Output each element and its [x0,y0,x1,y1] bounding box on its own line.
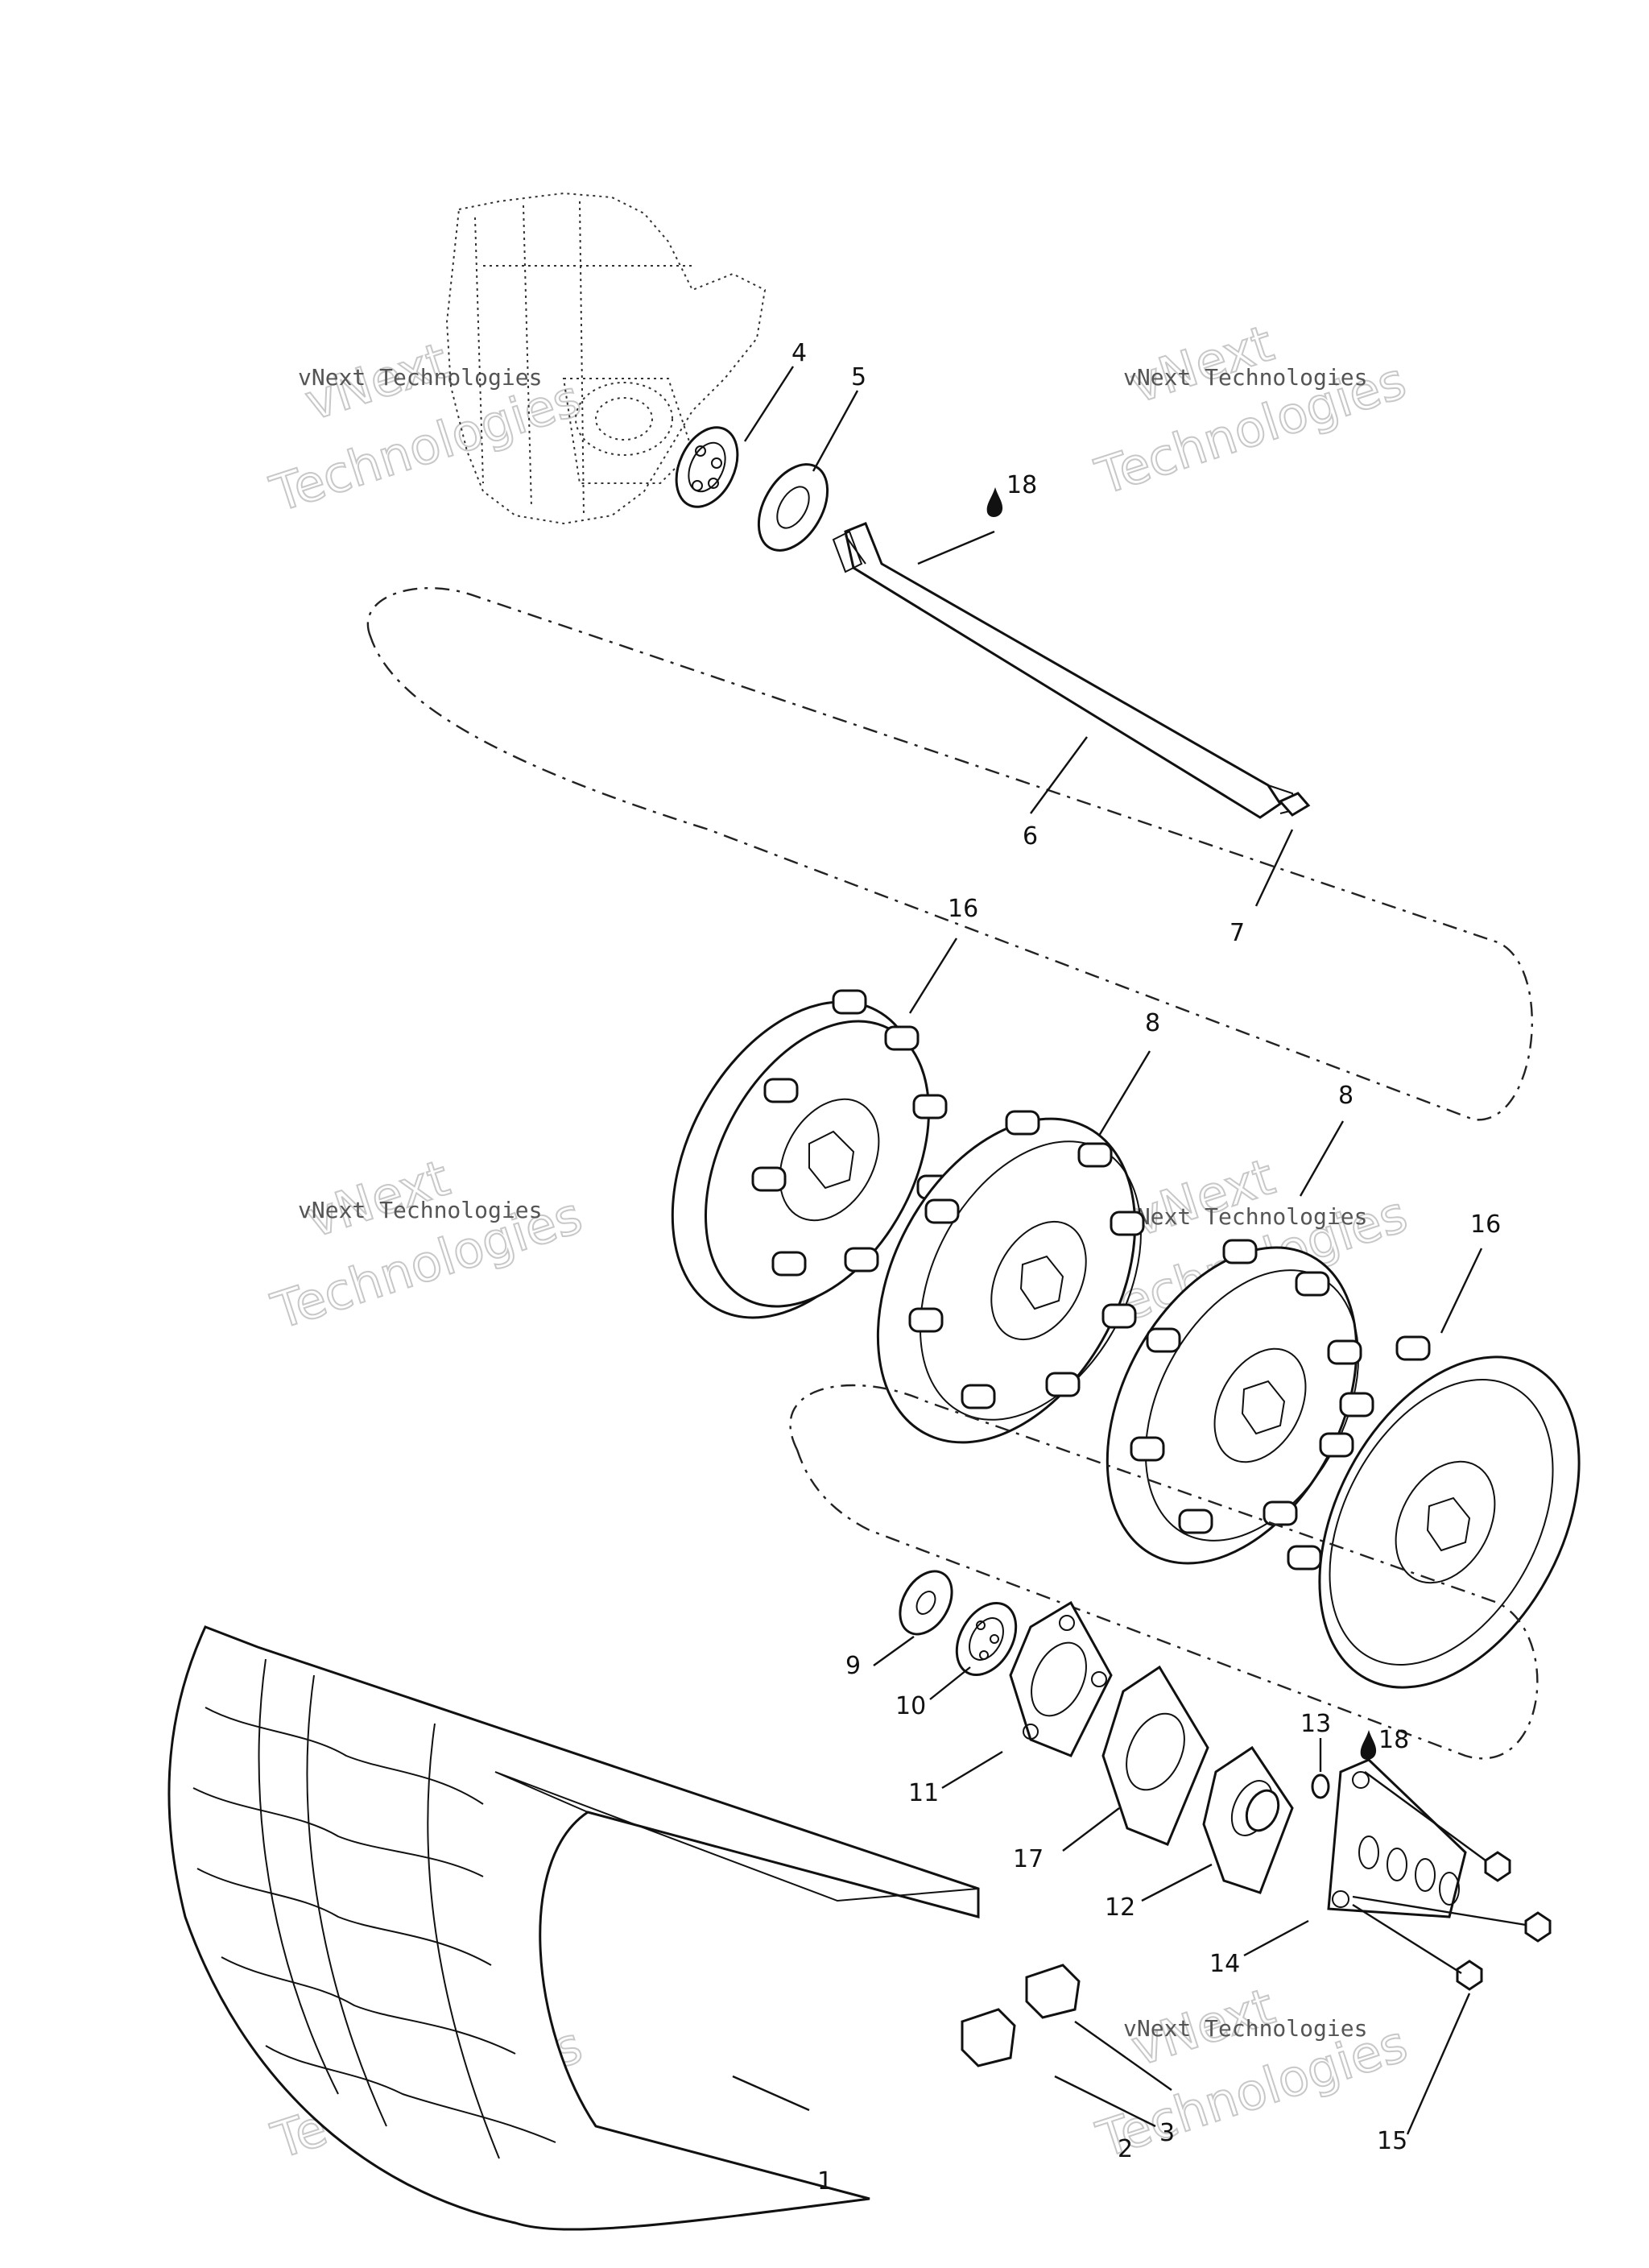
watermark-6: vNext Technologies vNext Technologies [1089,1976,1415,2170]
callout-5: 5 [851,363,866,391]
callout-11: 11 [908,1779,939,1807]
watermark-3: vNext Technologies vNext Technologies [264,1148,589,1342]
callout-9: 9 [845,1652,861,1680]
svg-text:vNext Technologies: vNext Technologies [298,364,542,391]
svg-text:vNext Technologies: vNext Technologies [298,1197,542,1223]
part-16-sprocket-left [671,989,952,1319]
assembly-path-upper [366,586,1533,1121]
callout-16-right: 16 [1470,1211,1501,1239]
callout-6: 6 [1023,822,1038,850]
watermark-2: vNext Technologies vNext Technologies [1088,312,1413,507]
svg-text:vNext Technologies: vNext Technologies [1123,1203,1367,1230]
callout-12: 12 [1105,1893,1135,1922]
part-2-clip [961,2008,1016,2067]
part-6-drive-axle [832,522,1298,819]
callouts: 4 5 18 6 7 16 8 8 16 9 10 11 17 12 13 18… [791,339,1501,2196]
callout-2: 2 [1118,2135,1133,2163]
callout-3: 3 [1159,2119,1175,2147]
callout-4: 4 [791,339,807,367]
part-16-sprocket-right [1287,1335,1581,1689]
part-5-seal [757,463,829,552]
callout-1: 1 [817,2167,833,2196]
callout-17: 17 [1013,1845,1044,1873]
part-13-fitting [1311,1773,1330,1799]
part-3-clip [1025,1964,1081,2019]
leader-lines [732,366,1527,2135]
part-15-nuts [1456,1851,1552,1991]
callout-18-upper: 18 [1006,471,1037,499]
svg-text:vNext Technologies: vNext Technologies [1123,2015,1367,2042]
part-14-support-plate [1327,1758,1467,1918]
assembly-path-lower [789,1384,1539,1760]
part-8-sprocket-a [876,1110,1145,1444]
part-17-gasket [1101,1665,1209,1846]
svg-text:vNext Technologies: vNext Technologies [1123,364,1367,391]
part-8-sprocket-b [1106,1239,1362,1565]
oil-drop-icon [1360,1730,1377,1760]
part-9-lock-washer [899,1570,953,1636]
part-4-bearing [675,426,739,508]
part-11-housing-plate [1009,1600,1113,1757]
part-7-end-plug [1278,792,1311,817]
chaincase-housing [445,192,767,525]
part-12-cover [1202,1745,1294,1894]
callout-15: 15 [1377,2127,1407,2155]
callout-13: 13 [1300,1710,1331,1738]
callout-7: 7 [1230,919,1245,947]
callout-10: 10 [895,1692,926,1720]
callout-8-right: 8 [1338,1082,1354,1110]
part-1-track [167,1625,980,2231]
callout-8-left: 8 [1145,1009,1160,1037]
callout-14: 14 [1209,1950,1240,1978]
part-10-bearing [955,1601,1018,1677]
callout-16-left: 16 [948,895,978,923]
oil-drop-icon [986,487,1003,517]
callout-18-lower: 18 [1378,1726,1409,1754]
watermark-1: vNext Technologies vNext Technologies [262,330,588,524]
